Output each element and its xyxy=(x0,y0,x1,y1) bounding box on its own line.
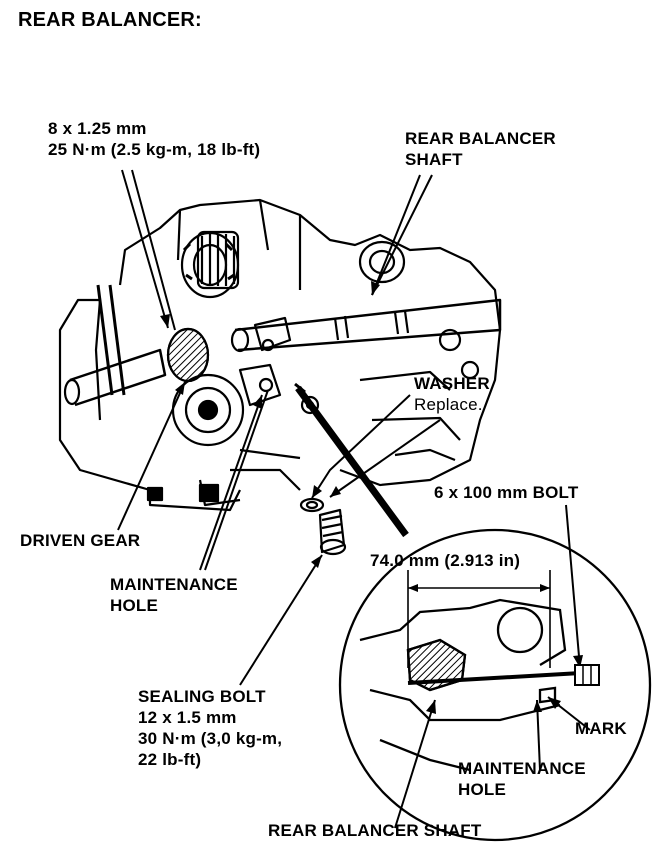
sealing-bolt-text-1: SEALING BOLT xyxy=(138,687,266,706)
bolt-6x100-shaft xyxy=(295,385,409,538)
dimension-label: 74.0 mm (2.913 in) xyxy=(370,551,521,570)
driven-gear-label: DRIVEN GEAR xyxy=(20,531,141,550)
sealing-bolt-text-2: 12 x 1.5 mm xyxy=(138,708,237,727)
detail-shaft-label: REAR BALANCER SHAFT xyxy=(268,821,482,840)
leader-lines xyxy=(117,169,591,829)
washer-text: WASHER xyxy=(414,374,490,393)
bolt-spec-size: 8 x 1.25 mm xyxy=(48,119,147,138)
mark-label: MARK xyxy=(575,719,627,738)
washer-note: Replace. xyxy=(414,395,483,414)
sealing-bolt-text-4: 22 lb-ft) xyxy=(138,750,202,769)
arrow-heads xyxy=(160,281,583,714)
maintenance-hole-text-2: HOLE xyxy=(110,596,159,615)
rear-balancer-shaft-text-2: SHAFT xyxy=(405,150,463,169)
detail-maintenance-text-2: HOLE xyxy=(458,780,507,799)
bolt-spec-label: 8 x 1.25 mm 25 N·m (2.5 kg-m, 18 lb-ft) xyxy=(48,118,260,160)
sealing-bolt-label: SEALING BOLT 12 x 1.5 mm 30 N·m (3,0 kg-… xyxy=(138,686,282,770)
rear-balancer-shaft-label: REAR BALANCER SHAFT xyxy=(405,128,556,170)
maintenance-hole-text-1: MAINTENANCE xyxy=(110,575,238,594)
detail-view xyxy=(338,528,652,842)
page-title: REAR BALANCER: xyxy=(18,9,202,31)
detail-maintenance-hole-label: MAINTENANCE HOLE xyxy=(458,758,586,800)
maintenance-hole-label: MAINTENANCE HOLE xyxy=(110,574,238,616)
washer-label: WASHER Replace. xyxy=(414,373,490,415)
engine-block xyxy=(58,198,502,556)
detail-maintenance-text-1: MAINTENANCE xyxy=(458,759,586,778)
bolt-6x100-label: 6 x 100 mm BOLT xyxy=(434,483,579,502)
bolt-spec-torque: 25 N·m (2.5 kg-m, 18 lb-ft) xyxy=(48,140,261,159)
sealing-bolt-text-3: 30 N·m (3,0 kg-m, xyxy=(138,729,283,748)
rear-balancer-shaft-text-1: REAR BALANCER xyxy=(405,129,556,148)
